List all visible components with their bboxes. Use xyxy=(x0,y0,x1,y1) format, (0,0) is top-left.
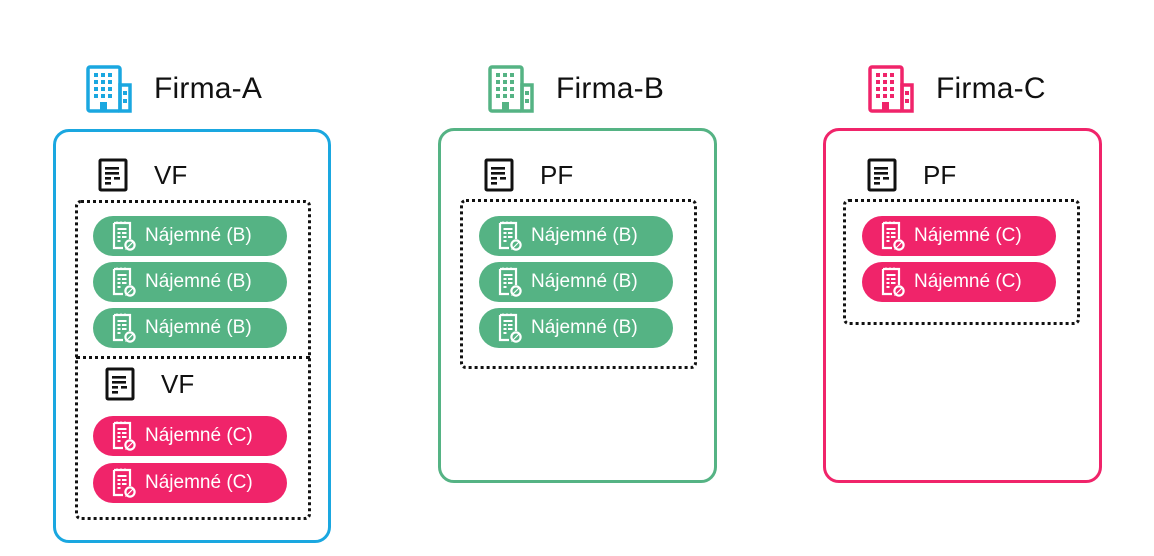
rent-pill: Nájemné (B) xyxy=(93,308,287,348)
doc-heading-firma-b-pf: PF xyxy=(484,158,573,192)
company-name: Firma-A xyxy=(154,72,263,105)
rent-pill-label: Nájemné (B) xyxy=(145,271,252,292)
rent-pill: Nájemné (B) xyxy=(479,262,673,302)
dotted-group-firma-b xyxy=(460,199,697,369)
rent-pill-label: Nájemné (C) xyxy=(145,425,253,446)
rent-pill: Nájemné (B) xyxy=(93,216,287,256)
receipt-icon xyxy=(111,267,137,297)
rent-pill-label: Nájemné (B) xyxy=(145,225,252,246)
building-icon xyxy=(484,63,536,115)
receipt-icon xyxy=(111,313,137,343)
receipt-icon xyxy=(880,221,906,251)
document-icon xyxy=(867,158,897,192)
rent-pill: Nájemné (C) xyxy=(93,463,287,503)
rent-pill: Nájemné (C) xyxy=(862,262,1056,302)
dotted-group-firma-c xyxy=(843,199,1080,325)
rent-pill: Nájemné (C) xyxy=(93,416,287,456)
company-header-firma-b: Firma-B xyxy=(484,63,664,115)
building-icon xyxy=(864,63,916,115)
doc-label: PF xyxy=(540,159,574,190)
rent-pill: Nájemné (B) xyxy=(479,216,673,256)
doc-label: VF xyxy=(161,368,195,399)
rent-pill: Nájemné (C) xyxy=(862,216,1056,256)
doc-label: VF xyxy=(154,159,188,190)
rent-pill: Nájemné (B) xyxy=(479,308,673,348)
building-icon xyxy=(82,63,134,115)
document-icon xyxy=(98,158,128,192)
company-box-firma-a xyxy=(53,129,331,543)
company-header-firma-a: Firma-A xyxy=(82,63,262,115)
receipt-icon xyxy=(111,468,137,498)
receipt-icon xyxy=(497,221,523,251)
dotted-divider-firma-a xyxy=(76,356,310,359)
rent-pill-label: Nájemné (B) xyxy=(145,317,252,338)
document-icon xyxy=(484,158,514,192)
doc-heading-firma-a-vf-2: VF xyxy=(105,367,194,401)
rent-pill-label: Nájemné (C) xyxy=(914,225,1022,246)
receipt-icon xyxy=(111,421,137,451)
company-box-firma-c xyxy=(823,128,1102,483)
rent-pill-label: Nájemné (B) xyxy=(531,225,638,246)
company-box-firma-b xyxy=(438,128,717,483)
rent-pill: Nájemné (B) xyxy=(93,262,287,302)
doc-heading-firma-c-pf: PF xyxy=(867,158,956,192)
receipt-icon xyxy=(497,313,523,343)
rent-pill-label: Nájemné (C) xyxy=(145,472,253,493)
dotted-group-firma-a xyxy=(75,200,311,520)
doc-label: PF xyxy=(923,159,957,190)
company-name: Firma-C xyxy=(936,72,1046,105)
receipt-icon xyxy=(497,267,523,297)
receipt-icon xyxy=(111,221,137,251)
rent-pill-label: Nájemné (C) xyxy=(914,271,1022,292)
rent-pill-label: Nájemné (B) xyxy=(531,271,638,292)
document-icon xyxy=(105,367,135,401)
receipt-icon xyxy=(880,267,906,297)
company-name: Firma-B xyxy=(556,72,665,105)
doc-heading-firma-a-vf-1: VF xyxy=(98,158,187,192)
company-header-firma-c: Firma-C xyxy=(864,63,1046,115)
rent-pill-label: Nájemné (B) xyxy=(531,317,638,338)
